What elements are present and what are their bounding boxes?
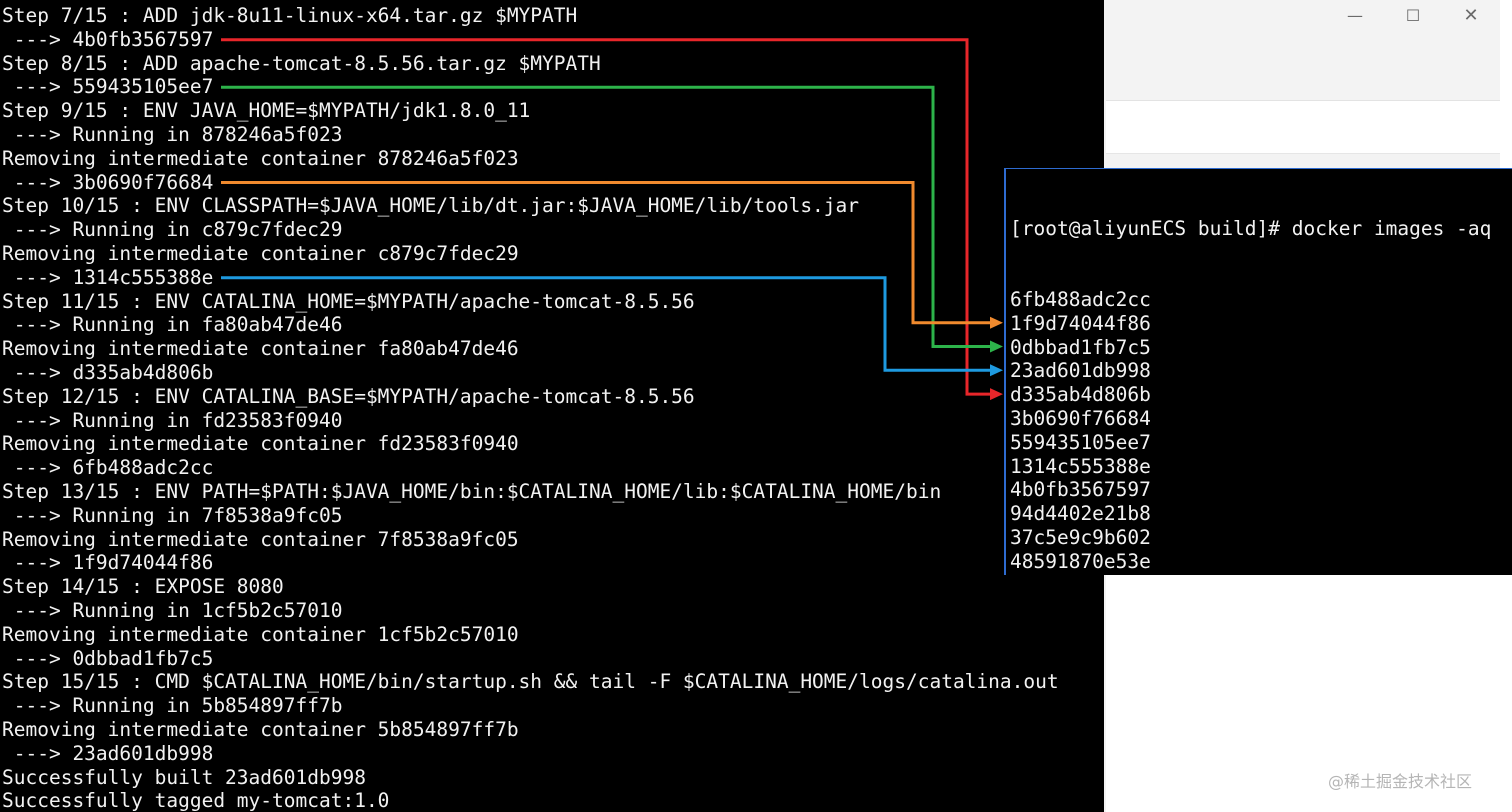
build-log-line: ---> Running in 5b854897ff7b [2, 694, 343, 718]
build-log-line: Removing intermediate container 878246a5… [2, 146, 519, 170]
build-log-line: Successfully built 23ad601db998 [2, 765, 366, 789]
shell-prompt: [root@aliyunECS build]# docker images -a… [1010, 216, 1492, 240]
watermark: @稀土掘金技术社区 [1328, 772, 1473, 791]
build-log-line: Step 13/15 : ENV PATH=$PATH:$JAVA_HOME/b… [2, 479, 942, 503]
build-log-line: ---> 1f9d74044f86 [2, 551, 214, 575]
build-log-line: ---> 23ad601db998 [2, 741, 214, 765]
build-log-line: Step 11/15 : ENV CATALINA_HOME=$MYPATH/a… [2, 289, 695, 313]
build-log-line: ---> d335ab4d806b [2, 360, 214, 384]
build-log-line: ---> Running in c879c7fdec29 [2, 218, 343, 242]
image-id-line: 37c5e9c9b602 [1010, 525, 1151, 549]
image-id-line: 1f9d74044f86 [1010, 311, 1151, 335]
build-log-line: Step 15/15 : CMD $CATALINA_HOME/bin/star… [2, 670, 1059, 694]
build-log-line: Step 14/15 : EXPOSE 8080 [2, 575, 284, 599]
close-icon[interactable]: ✕ [1463, 5, 1479, 26]
image-id-line: 1314c555388e [1010, 454, 1151, 478]
minimize-icon[interactable]: — [1347, 6, 1363, 25]
build-log-line: Removing intermediate container 5b854897… [2, 717, 519, 741]
build-log-line: ---> Running in 1cf5b2c57010 [2, 598, 343, 622]
build-log-line: Step 9/15 : ENV JAVA_HOME=$MYPATH/jdk1.8… [2, 99, 531, 123]
build-log-line: ---> Running in 7f8538a9fc05 [2, 503, 343, 527]
build-log-line: Removing intermediate container 1cf5b2c5… [2, 622, 519, 646]
build-log-line: ---> Running in fd23583f0940 [2, 408, 343, 432]
maximize-icon[interactable]: ☐ [1405, 6, 1421, 25]
image-id-line: 6ac929da1b64 [1010, 574, 1491, 575]
window-content-top [1106, 100, 1500, 154]
image-id-line: d335ab4d806b [1010, 383, 1151, 407]
image-id-line: 4b0fb3567597 [1010, 478, 1151, 502]
build-log-line: Step 10/15 : ENV CLASSPATH=$JAVA_HOME/li… [2, 194, 860, 218]
build-log-line: ---> 0dbbad1fb7c5 [2, 646, 214, 670]
build-log-line: Removing intermediate container c879c7fd… [2, 241, 519, 265]
build-log-line: ---> 559435105ee7 [2, 75, 214, 99]
image-id-line: 48591870e53e [1010, 549, 1151, 573]
window-titlebar: — ☐ ✕ [1104, 0, 1512, 100]
build-log-line: Step 7/15 : ADD jdk-8u11-linux-x64.tar.g… [2, 4, 578, 27]
build-log-line: Successfully tagged my-tomcat:1.0 [2, 789, 390, 812]
image-id-line: 0dbbad1fb7c5 [1010, 335, 1151, 359]
image-id-line: 559435105ee7 [1010, 430, 1151, 454]
build-log-line: ---> 1314c555388e [2, 265, 214, 289]
build-log-line: Step 12/15 : ENV CATALINA_BASE=$MYPATH/a… [2, 384, 695, 408]
build-log-line: Step 8/15 : ADD apache-tomcat-8.5.56.tar… [2, 51, 601, 75]
build-log-line: Removing intermediate container fd23583f… [2, 432, 519, 456]
build-log-line: Removing intermediate container 7f8538a9… [2, 527, 519, 551]
docker-images-output: [root@aliyunECS build]# docker images -a… [1010, 169, 1491, 575]
build-log-terminal[interactable]: Step 7/15 : ADD jdk-8u11-linux-x64.tar.g… [2, 4, 1102, 812]
build-log-line: ---> 6fb488adc2cc [2, 456, 214, 480]
build-log-line: ---> 3b0690f76684 [2, 170, 214, 194]
window-content-lower [1106, 575, 1512, 812]
build-log-line: ---> Running in 878246a5f023 [2, 122, 343, 146]
build-log-line: ---> 4b0fb3567597 [2, 27, 214, 51]
image-id-line: 94d4402e21b8 [1010, 502, 1151, 526]
build-log-line: ---> Running in fa80ab47de46 [2, 313, 343, 337]
docker-images-terminal[interactable]: [root@aliyunECS build]# docker images -a… [1004, 168, 1512, 575]
image-id-line: 6fb488adc2cc [1010, 287, 1151, 311]
build-log-line: Removing intermediate container fa80ab47… [2, 337, 519, 361]
image-id-line: 23ad601db998 [1010, 359, 1151, 383]
image-id-line: 3b0690f76684 [1010, 406, 1151, 430]
